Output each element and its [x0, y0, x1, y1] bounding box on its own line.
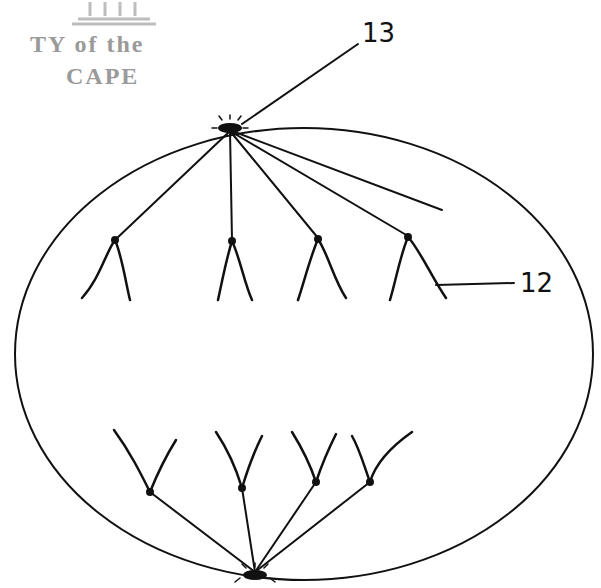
leader-line [242, 44, 358, 124]
callout-number: 12 [520, 270, 553, 296]
chromosome-group [114, 430, 412, 492]
chromosome-group [82, 237, 446, 300]
watermark: CAPE [66, 64, 139, 88]
watermark-building [72, 2, 156, 24]
watermark: TY of the [30, 32, 144, 56]
leader-line [436, 283, 514, 285]
cell-membrane [15, 128, 593, 580]
cell-drawing [15, 44, 593, 582]
callout-number: 13 [362, 20, 395, 46]
